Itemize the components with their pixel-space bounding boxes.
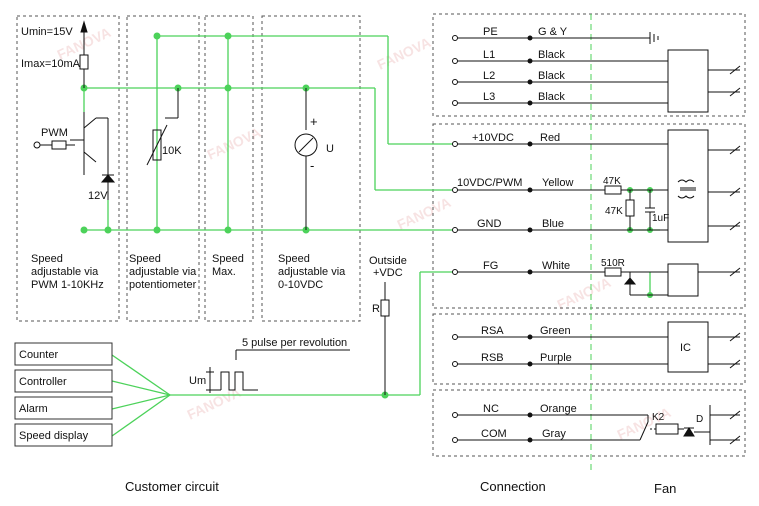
svg-text:L3: L3 <box>483 91 495 103</box>
r47k-a-label: 47K <box>603 176 621 187</box>
vdc-label: +VDC <box>373 267 403 279</box>
connection-pins: PE L1 L2 L3 +10VDC 10VDC/PWM GND FG RSA … <box>457 26 522 440</box>
umin-label: Umin=15V <box>21 26 73 38</box>
fan-label: Fan <box>654 481 676 496</box>
terminal-circles <box>452 35 458 443</box>
r-label: R <box>372 303 380 315</box>
svg-text:G & Y: G & Y <box>538 26 568 38</box>
device-boxes <box>14 342 113 447</box>
r10k-label: 10K <box>162 145 182 157</box>
imax-label: Imax=10mA <box>21 58 81 70</box>
svg-text:COM: COM <box>481 428 507 440</box>
svg-text:Orange: Orange <box>540 403 577 415</box>
svg-text:Speed: Speed <box>31 253 63 265</box>
d-label: D <box>696 414 703 425</box>
svg-text:FG: FG <box>483 260 498 272</box>
svg-text:Red: Red <box>540 132 560 144</box>
panel-signal <box>432 123 746 309</box>
device-counter: Counter <box>19 349 58 361</box>
ic-label: IC <box>680 342 691 354</box>
um-label: Um <box>189 375 206 387</box>
watermark-text: FANOVA <box>375 34 434 73</box>
svg-text:adjustable via: adjustable via <box>278 266 346 278</box>
svg-text:10VDC/PWM: 10VDC/PWM <box>457 177 522 189</box>
minus-label: - <box>310 158 314 173</box>
svg-text:Black: Black <box>538 49 565 61</box>
pulse-label: 5 pulse per revolution <box>242 337 347 349</box>
green-wires <box>83 35 660 437</box>
svg-text:+10VDC: +10VDC <box>472 132 514 144</box>
plus-label: + <box>310 114 318 129</box>
svg-text:Purple: Purple <box>540 352 572 364</box>
watermark-text: FANOVA <box>615 404 674 443</box>
device-controller: Controller <box>19 376 67 388</box>
svg-text:Speed: Speed <box>212 253 244 265</box>
svg-text:GND: GND <box>477 218 502 230</box>
customer-components <box>33 20 390 395</box>
svg-text:Blue: Blue <box>542 218 564 230</box>
panel-pwm <box>16 15 120 322</box>
desc-0-10vdc: Speed adjustable via 0-10VDC <box>278 253 346 291</box>
watermark-text: FANOVA <box>395 194 454 233</box>
v12-label: 12V <box>88 190 108 202</box>
customer-panels <box>16 15 361 322</box>
r510-label: 510R <box>601 258 625 269</box>
output-ticks <box>729 65 741 445</box>
connection-label: Connection <box>480 479 546 494</box>
svg-text:Speed: Speed <box>278 253 310 265</box>
svg-text:RSB: RSB <box>481 352 504 364</box>
panel-power <box>432 13 746 117</box>
svg-text:PE: PE <box>483 26 498 38</box>
connection-panels <box>432 13 746 457</box>
panel-potentiometer <box>126 15 200 322</box>
svg-text:Black: Black <box>538 70 565 82</box>
panel-speed-max <box>204 15 254 322</box>
outside-label: Outside <box>369 255 407 267</box>
watermark-text: FANOVA <box>205 124 264 163</box>
svg-text:adjustable via: adjustable via <box>31 266 99 278</box>
svg-text:adjustable via: adjustable via <box>129 266 197 278</box>
pwm-label: PWM <box>41 127 68 139</box>
svg-text:L2: L2 <box>483 70 495 82</box>
desc-potentiometer: Speed adjustable via potentiometer <box>129 253 197 291</box>
svg-text:Black: Black <box>538 91 565 103</box>
junction-dots <box>527 35 533 443</box>
panel-0-10vdc <box>261 15 361 322</box>
u-label: U <box>326 143 334 155</box>
svg-text:Speed: Speed <box>129 253 161 265</box>
svg-text:White: White <box>542 260 570 272</box>
fan-internals <box>604 32 740 445</box>
desc-speed-max: Speed Max. <box>212 253 244 278</box>
svg-text:RSA: RSA <box>481 325 504 337</box>
svg-text:L1: L1 <box>483 49 495 61</box>
customer-circuit-label: Customer circuit <box>125 479 219 494</box>
svg-text:Green: Green <box>540 325 571 337</box>
svg-text:PWM 1-10KHz: PWM 1-10KHz <box>31 279 104 291</box>
svg-text:Gray: Gray <box>542 428 566 440</box>
svg-text:NC: NC <box>483 403 499 415</box>
connection-colors: G & Y Black Black Black Red Yellow Blue … <box>538 26 577 440</box>
device-speed-display: Speed display <box>19 430 89 442</box>
svg-text:potentiometer: potentiometer <box>129 279 197 291</box>
r47k-b-label: 47K <box>605 206 623 217</box>
watermark-text: FANOVA <box>555 274 614 313</box>
device-alarm: Alarm <box>19 403 48 415</box>
cap-label: 1uF <box>652 213 669 224</box>
svg-text:0-10VDC: 0-10VDC <box>278 279 323 291</box>
panel-rs485 <box>432 313 746 385</box>
desc-pwm: Speed adjustable via PWM 1-10KHz <box>31 253 104 291</box>
panel-relay <box>432 389 746 457</box>
svg-text:Max.: Max. <box>212 266 236 278</box>
svg-text:Yellow: Yellow <box>542 177 573 189</box>
k2-label: K2 <box>652 412 665 423</box>
